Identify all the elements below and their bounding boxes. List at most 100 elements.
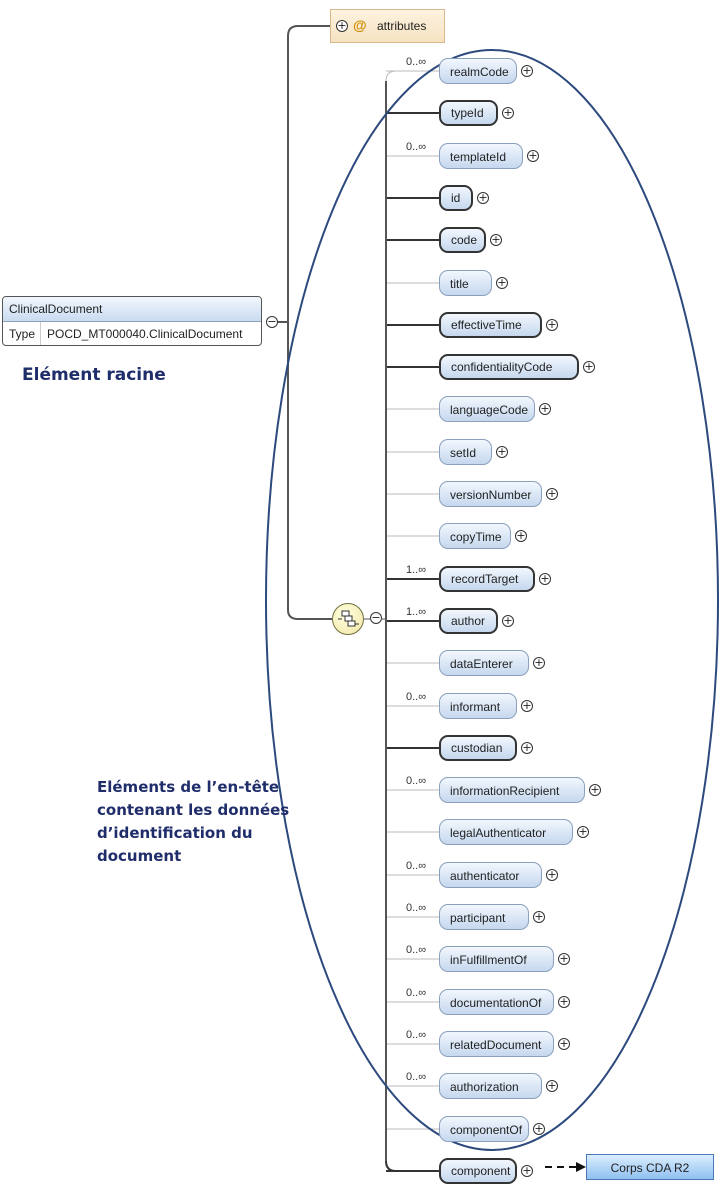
element-informant[interactable]: informant	[439, 693, 517, 719]
element-label: effectiveTime	[451, 318, 522, 332]
element-label: participant	[450, 911, 506, 925]
multiplicity-label: 0..∞	[406, 141, 427, 153]
attributes-node[interactable]: + @ attributes	[330, 9, 445, 43]
expand-custodian-icon[interactable]: +	[521, 741, 533, 754]
root-type-row: Type POCD_MT000040.ClinicalDocument	[3, 322, 261, 345]
header-group-ellipse	[265, 49, 719, 1151]
expand-author-icon[interactable]: +	[502, 614, 514, 627]
element-label: copyTime	[450, 530, 502, 544]
expand-confidentialityCode-icon[interactable]: +	[583, 360, 595, 373]
element-documentationOf[interactable]: documentationOf	[439, 989, 554, 1015]
element-componentOf[interactable]: componentOf	[439, 1116, 529, 1142]
element-informationRecipient[interactable]: informationRecipient	[439, 777, 585, 803]
multiplicity-label: 0..∞	[406, 944, 427, 956]
expand-versionNumber-icon[interactable]: +	[546, 487, 558, 500]
expand-effectiveTime-icon[interactable]: +	[546, 318, 558, 331]
element-label: languageCode	[450, 403, 529, 417]
structure-line	[270, 25, 330, 323]
multiplicity-label: 0..∞	[406, 987, 427, 999]
element-realmCode[interactable]: realmCode	[439, 58, 517, 84]
expand-componentOf-icon[interactable]: +	[533, 1122, 545, 1135]
element-title[interactable]: title	[439, 270, 492, 296]
element-label: custodian	[451, 741, 503, 755]
collapse-root-icon[interactable]: −	[266, 315, 278, 328]
element-code[interactable]: code	[439, 227, 486, 253]
element-recordTarget[interactable]: recordTarget	[439, 566, 535, 592]
expand-authenticator-icon[interactable]: +	[546, 868, 558, 881]
element-inFulfillmentOf[interactable]: inFulfillmentOf	[439, 946, 554, 972]
root-element-box[interactable]: ClinicalDocument Type POCD_MT000040.Clin…	[2, 296, 262, 346]
element-label: id	[451, 191, 461, 205]
expand-relatedDocument-icon[interactable]: +	[558, 1037, 570, 1050]
multiplicity-label: 0..∞	[406, 691, 427, 703]
root-type-value: POCD_MT000040.ClinicalDocument	[47, 327, 243, 341]
expand-recordTarget-icon[interactable]: +	[539, 572, 551, 585]
attribute-at-icon: @	[353, 17, 367, 33]
element-author[interactable]: author	[439, 608, 498, 634]
element-component[interactable]: component	[439, 1158, 517, 1184]
element-label: title	[450, 277, 469, 291]
collapse-sequence-icon[interactable]: −	[370, 611, 382, 624]
expand-title-icon[interactable]: +	[496, 276, 508, 289]
expand-copyTime-icon[interactable]: +	[515, 529, 527, 542]
expand-setId-icon[interactable]: +	[496, 445, 508, 458]
element-label: recordTarget	[451, 572, 519, 586]
element-authorization[interactable]: authorization	[439, 1073, 542, 1099]
root-caption: Elément racine	[22, 365, 166, 385]
element-label: documentationOf	[450, 996, 542, 1010]
element-custodian[interactable]: custodian	[439, 735, 517, 761]
element-label: componentOf	[450, 1123, 523, 1137]
sequence-compositor-icon[interactable]	[332, 603, 364, 635]
element-label: versionNumber	[450, 488, 532, 502]
expand-languageCode-icon[interactable]: +	[539, 402, 551, 415]
expand-id-icon[interactable]: +	[477, 191, 489, 204]
expand-attributes-icon[interactable]: +	[336, 19, 348, 32]
expand-typeId-icon[interactable]: +	[502, 106, 514, 119]
cda-body-box[interactable]: Corps CDA R2	[586, 1154, 714, 1180]
element-versionNumber[interactable]: versionNumber	[439, 481, 542, 507]
expand-legalAuthenticator-icon[interactable]: +	[577, 825, 589, 838]
structure-line	[576, 1162, 586, 1172]
expand-dataEnterer-icon[interactable]: +	[533, 656, 545, 669]
expand-inFulfillmentOf-icon[interactable]: +	[558, 952, 570, 965]
element-participant[interactable]: participant	[439, 904, 529, 930]
element-setId[interactable]: setId	[439, 439, 492, 465]
element-typeId[interactable]: typeId	[439, 100, 498, 126]
element-id[interactable]: id	[439, 185, 473, 211]
expand-realmCode-icon[interactable]: +	[521, 64, 533, 77]
expand-code-icon[interactable]: +	[490, 233, 502, 246]
element-effectiveTime[interactable]: effectiveTime	[439, 312, 542, 338]
multiplicity-label: 0..∞	[406, 860, 427, 872]
expand-participant-icon[interactable]: +	[533, 910, 545, 923]
element-legalAuthenticator[interactable]: legalAuthenticator	[439, 819, 573, 845]
element-dataEnterer[interactable]: dataEnterer	[439, 650, 529, 676]
element-authenticator[interactable]: authenticator	[439, 862, 542, 888]
expand-documentationOf-icon[interactable]: +	[558, 995, 570, 1008]
element-templateId[interactable]: templateId	[439, 143, 523, 169]
multiplicity-label: 0..∞	[406, 902, 427, 914]
element-label: templateId	[450, 150, 507, 164]
element-label: legalAuthenticator	[450, 826, 547, 840]
structure-line	[287, 322, 332, 620]
expand-informationRecipient-icon[interactable]: +	[589, 783, 601, 796]
root-type-key: Type	[3, 322, 41, 345]
element-languageCode[interactable]: languageCode	[439, 396, 535, 422]
element-label: code	[451, 233, 478, 247]
element-relatedDocument[interactable]: relatedDocument	[439, 1031, 554, 1057]
element-label: relatedDocument	[450, 1038, 542, 1052]
header-caption: Eléments de l’en-tête contenant les donn…	[97, 778, 290, 865]
expand-templateId-icon[interactable]: +	[527, 149, 539, 162]
expand-component-icon[interactable]: +	[521, 1164, 533, 1177]
element-label: component	[451, 1164, 511, 1178]
element-confidentialityCode[interactable]: confidentialityCode	[439, 354, 579, 380]
expand-informant-icon[interactable]: +	[521, 699, 533, 712]
element-label: authenticator	[450, 869, 520, 883]
multiplicity-label: 1..∞	[406, 564, 427, 576]
element-label: author	[451, 614, 486, 628]
element-copyTime[interactable]: copyTime	[439, 523, 511, 549]
multiplicity-label: 0..∞	[406, 1071, 427, 1083]
multiplicity-label: 0..∞	[406, 56, 427, 68]
expand-authorization-icon[interactable]: +	[546, 1079, 558, 1092]
